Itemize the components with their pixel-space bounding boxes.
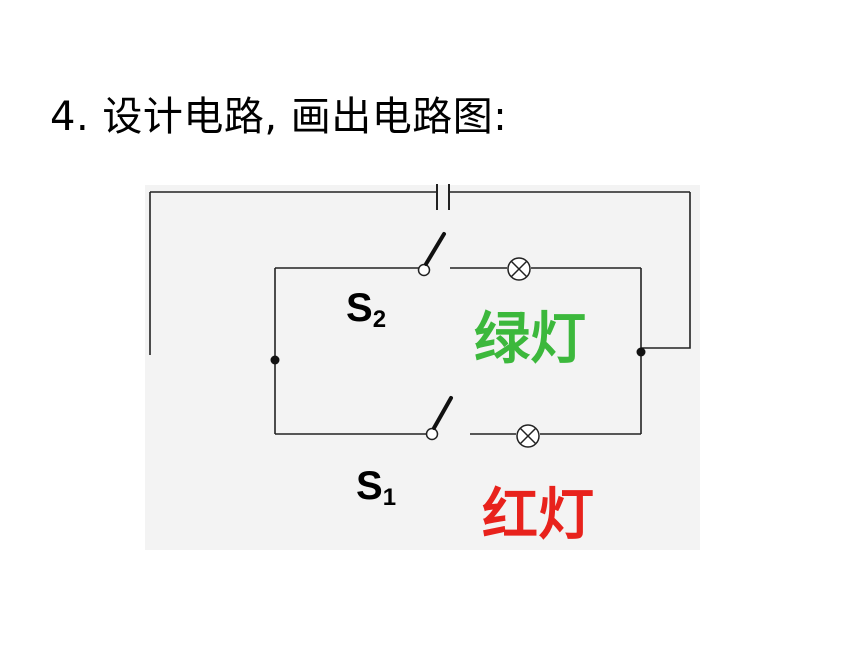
junction-dot-left [270, 355, 280, 365]
switch-s2-icon [417, 232, 446, 277]
wire-outer-right [641, 192, 691, 349]
diagram-background [145, 185, 700, 550]
page-title: 4. 设计电路, 画出电路图: [50, 94, 508, 140]
red-lamp-label: 红灯 [482, 483, 594, 548]
red-lamp-icon [516, 424, 540, 448]
switch-s1-icon [425, 396, 453, 441]
battery-icon [436, 184, 450, 210]
switch-s1-label: S1 [356, 464, 397, 511]
switch-s2-label: S2 [346, 286, 387, 333]
green-lamp-icon [507, 257, 531, 281]
green-lamp-label: 绿灯 [474, 307, 586, 372]
junction-dot-right [636, 347, 646, 357]
